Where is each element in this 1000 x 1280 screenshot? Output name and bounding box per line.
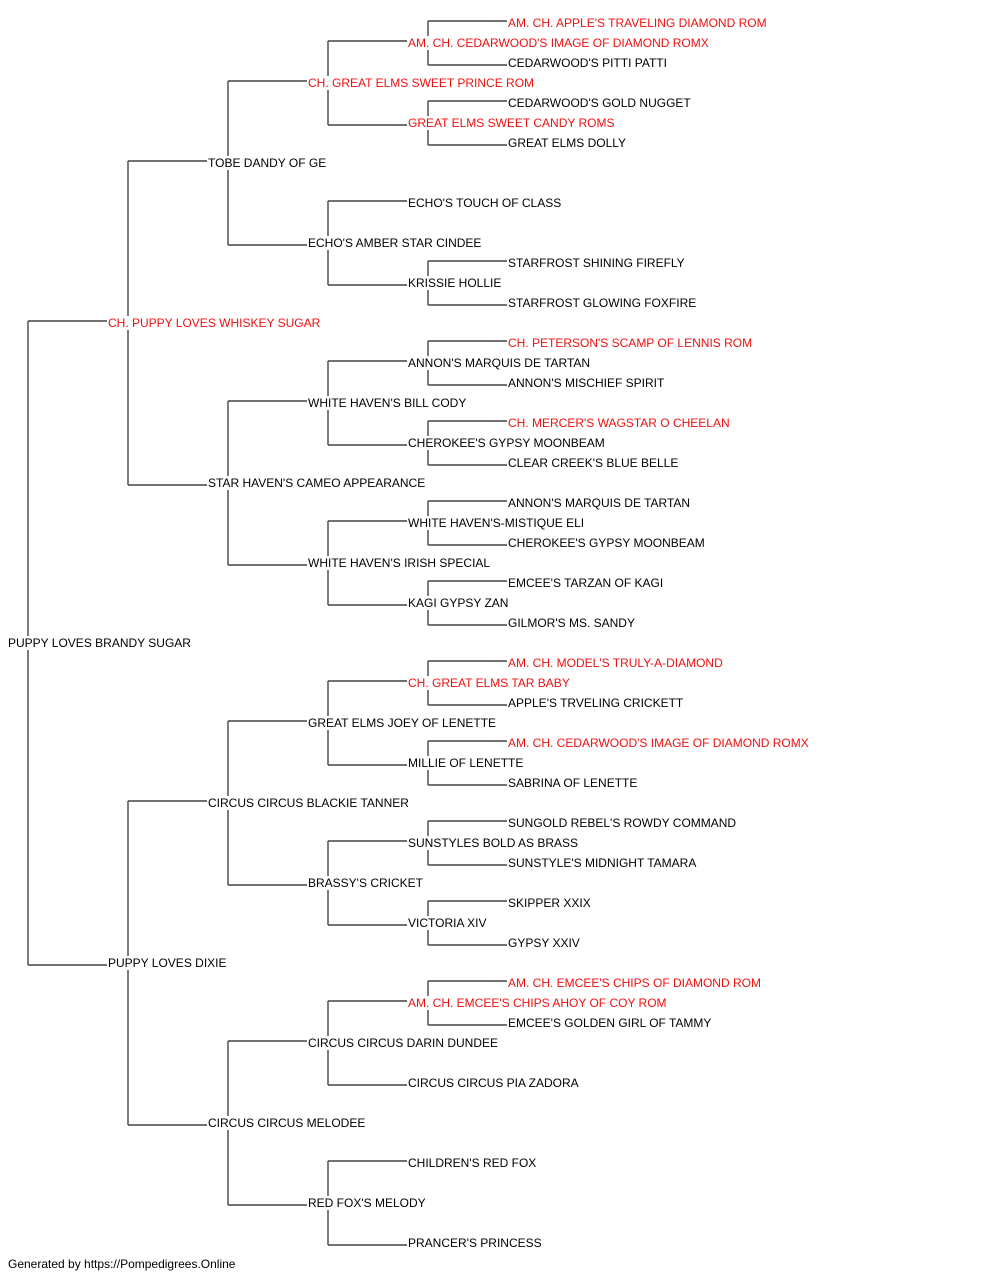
- pedigree-name-gen1: CH. PUPPY LOVES WHISKEY SUGAR: [107, 316, 322, 330]
- pedigree-name-gen3: WHITE HAVEN'S IRISH SPECIAL: [307, 556, 492, 570]
- pedigree-name-gen3: ECHO'S AMBER STAR CINDEE: [307, 236, 483, 250]
- pedigree-name-gen5: AM. CH. MODEL'S TRULY-A-DIAMOND: [507, 656, 724, 670]
- pedigree-name-gen5: GYPSY XXIV: [507, 936, 581, 950]
- pedigree-name-gen2: CIRCUS CIRCUS MELODEE: [207, 1116, 367, 1130]
- pedigree-name-gen5: CHEROKEE'S GYPSY MOONBEAM: [507, 536, 706, 550]
- pedigree-name-gen4: MILLIE OF LENETTE: [407, 756, 525, 770]
- pedigree-name-gen3: WHITE HAVEN'S BILL CODY: [307, 396, 468, 410]
- pedigree-name-gen4: CHEROKEE'S GYPSY MOONBEAM: [407, 436, 606, 450]
- pedigree-name-gen4: CH. GREAT ELMS TAR BABY: [407, 676, 571, 690]
- pedigree-name-gen4: CIRCUS CIRCUS PIA ZADORA: [407, 1076, 580, 1090]
- pedigree-name-gen5: SUNGOLD REBEL'S ROWDY COMMAND: [507, 816, 738, 830]
- pedigree-name-gen4: ECHO'S TOUCH OF CLASS: [407, 196, 563, 210]
- pedigree-name-gen3: BRASSY'S CRICKET: [307, 876, 424, 890]
- pedigree-name-gen5: SUNSTYLE'S MIDNIGHT TAMARA: [507, 856, 698, 870]
- pedigree-name-gen4: ANNON'S MARQUIS DE TARTAN: [407, 356, 592, 370]
- pedigree-name-gen5: AM. CH. APPLE'S TRAVELING DIAMOND ROM: [507, 16, 768, 30]
- pedigree-name-gen5: GREAT ELMS DOLLY: [507, 136, 628, 150]
- pedigree-name-gen4: CHILDREN'S RED FOX: [407, 1156, 538, 1170]
- pedigree-name-gen5: SKIPPER XXIX: [507, 896, 592, 910]
- pedigree-name-gen4: WHITE HAVEN'S-MISTIQUE ELI: [407, 516, 586, 530]
- pedigree-name-gen5: CLEAR CREEK'S BLUE BELLE: [507, 456, 680, 470]
- pedigree-name-gen3: CIRCUS CIRCUS DARIN DUNDEE: [307, 1036, 500, 1050]
- pedigree-name-gen5: CH. PETERSON'S SCAMP OF LENNIS ROM: [507, 336, 754, 350]
- pedigree-name-gen5: CEDARWOOD'S GOLD NUGGET: [507, 96, 692, 110]
- pedigree-name-gen5: GILMOR'S MS. SANDY: [507, 616, 636, 630]
- pedigree-name-gen2: STAR HAVEN'S CAMEO APPEARANCE: [207, 476, 427, 490]
- pedigree-name-gen4: KAGI GYPSY ZAN: [407, 596, 510, 610]
- pedigree-name-gen5: STARFROST GLOWING FOXFIRE: [507, 296, 698, 310]
- pedigree-name-gen4: VICTORIA XIV: [407, 916, 488, 930]
- pedigree-name-gen3: GREAT ELMS JOEY OF LENETTE: [307, 716, 498, 730]
- pedigree-name-gen3: CH. GREAT ELMS SWEET PRINCE ROM: [307, 76, 536, 90]
- pedigree-name-gen4: AM. CH. CEDARWOOD'S IMAGE OF DIAMOND ROM…: [407, 36, 710, 50]
- pedigree-name-gen5: EMCEE'S TARZAN OF KAGI: [507, 576, 665, 590]
- pedigree-name-gen5: ANNON'S MARQUIS DE TARTAN: [507, 496, 692, 510]
- pedigree-name-gen5: CEDARWOOD'S PITTI PATTI: [507, 56, 668, 70]
- pedigree-name-gen2: TOBE DANDY OF GE: [207, 156, 328, 170]
- pedigree-name-gen1: PUPPY LOVES DIXIE: [107, 956, 228, 970]
- pedigree-name-gen5: EMCEE'S GOLDEN GIRL OF TAMMY: [507, 1016, 713, 1030]
- pedigree-name-gen5: CH. MERCER'S WAGSTAR O CHEELAN: [507, 416, 731, 430]
- pedigree-name-gen2: CIRCUS CIRCUS BLACKIE TANNER: [207, 796, 410, 810]
- pedigree-name-gen5: SABRINA OF LENETTE: [507, 776, 639, 790]
- pedigree-name-gen4: GREAT ELMS SWEET CANDY ROMS: [407, 116, 616, 130]
- pedigree-name-gen4: AM. CH. EMCEE'S CHIPS AHOY OF COY ROM: [407, 996, 668, 1010]
- pedigree-name-gen0: PUPPY LOVES BRANDY SUGAR: [7, 636, 192, 650]
- pedigree-name-gen3: RED FOX'S MELODY: [307, 1196, 427, 1210]
- pedigree-name-gen4: PRANCER'S PRINCESS: [407, 1236, 543, 1250]
- generated-by-footer: Generated by https://Pompedigrees.Online: [8, 1257, 236, 1271]
- pedigree-name-gen5: APPLE'S TRVELING CRICKETT: [507, 696, 685, 710]
- pedigree-name-gen5: STARFROST SHINING FIREFLY: [507, 256, 686, 270]
- pedigree-name-gen4: SUNSTYLES BOLD AS BRASS: [407, 836, 580, 850]
- pedigree-name-gen5: AM. CH. CEDARWOOD'S IMAGE OF DIAMOND ROM…: [507, 736, 810, 750]
- pedigree-name-gen5: AM. CH. EMCEE'S CHIPS OF DIAMOND ROM: [507, 976, 762, 990]
- pedigree-name-gen5: ANNON'S MISCHIEF SPIRIT: [507, 376, 666, 390]
- pedigree-name-gen4: KRISSIE HOLLIE: [407, 276, 503, 290]
